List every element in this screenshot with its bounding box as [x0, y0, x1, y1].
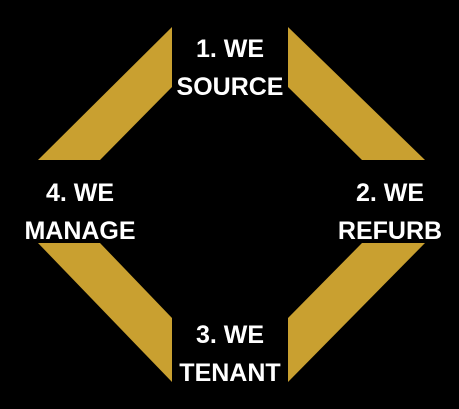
step-action-text: SOURCE	[176, 73, 284, 101]
band-bottom-left	[38, 243, 172, 382]
step-source-label: 1. WE SOURCE	[170, 30, 290, 106]
step-action-text: REFURB	[337, 217, 443, 245]
step-manage-label: 4. WE MANAGE	[10, 174, 150, 250]
step-number-text: 4. WE	[45, 179, 115, 207]
band-bottom-right	[288, 243, 425, 382]
step-action-text: TENANT	[179, 359, 281, 387]
step-number-text: 1. WE	[195, 35, 265, 63]
step-number-text: 2. WE	[355, 179, 425, 207]
step-refurb-label: 2. WE REFURB	[330, 174, 450, 250]
step-number-text: 3. WE	[195, 321, 265, 349]
band-top-right	[288, 27, 425, 160]
step-action-text: MANAGE	[24, 217, 136, 245]
step-tenant-label: 3. WE TENANT	[170, 316, 290, 392]
band-top-left	[38, 27, 172, 160]
